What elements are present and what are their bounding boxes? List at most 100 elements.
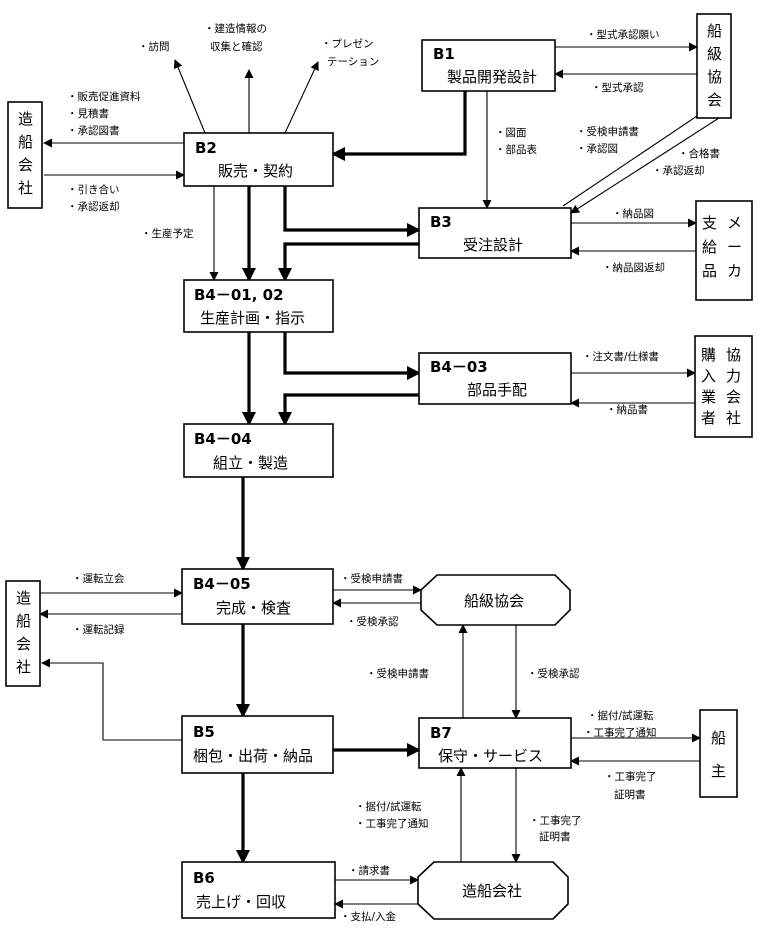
entity-char: 支 <box>702 214 717 232</box>
entity-char: 給 <box>702 238 717 256</box>
entity-char: 会 <box>707 91 722 109</box>
entity-char: 協 <box>707 68 722 86</box>
entity-char: 会 <box>18 156 33 174</box>
entity-char: 力 <box>726 367 741 385</box>
process-title: 保守・サービス <box>438 747 543 765</box>
flow-label: ・引き合い <box>67 183 120 196</box>
process-code: B4－04 <box>194 430 252 448</box>
entity-char: 入 <box>701 367 716 385</box>
entity-char: 会 <box>726 388 741 406</box>
flow-label: ・据付/試運転 <box>355 800 422 813</box>
entity-char: カ <box>727 262 742 280</box>
entity-maker-supply: 支 給 品 メ ー カ <box>695 200 753 301</box>
entity-char: 会 <box>16 635 31 653</box>
flow-labels: ・訪問 ・建造情報の 収集と確認 ・プレゼン テーション ・販売促進資料 ・見積… <box>67 22 720 923</box>
entity-char: 船 <box>18 133 33 151</box>
entity-owner: 船 主 <box>699 709 738 798</box>
entity-partner: 購 入 業 者 協 力 会 社 <box>694 335 753 438</box>
flow-label: ・納品図返却 <box>602 261 665 274</box>
entity-shipbuilder-top: 造 船 会 社 <box>7 101 43 209</box>
entity-char: 造 <box>18 110 33 128</box>
entity-char: 船 <box>707 22 722 40</box>
process-b1: B1 製品開発設計 <box>421 39 556 92</box>
process-title: 製品開発設計 <box>447 68 537 86</box>
entity-char: 船 <box>711 729 726 747</box>
flow-label: ・支払/入金 <box>340 910 397 923</box>
process-code: B4－01, 02 <box>194 286 284 304</box>
process-b2: B2 販売・契約 <box>183 132 334 187</box>
flow-label: ・型式承認 <box>591 81 644 94</box>
flow-label: ・承認図 <box>576 142 618 155</box>
flow-label: ・注文書/仕様書 <box>582 350 659 363</box>
process-code: B6 <box>193 869 215 887</box>
entity-char: 主 <box>711 762 726 780</box>
process-b4-05: B4－05 完成・検査 <box>181 568 334 625</box>
process-b4-04: B4－04 組立・製造 <box>183 423 334 478</box>
entity-shipbuilder-oct: 造船会社 <box>417 861 569 920</box>
flow-label: ・請求書 <box>348 864 390 877</box>
flow-label: ・据付/試運転 <box>587 709 654 722</box>
process-title: 完成・検査 <box>216 599 291 617</box>
entity-char: ー <box>727 238 742 256</box>
flow-label: ・承認返却 <box>652 164 705 177</box>
process-title: 部品手配 <box>467 381 527 399</box>
entity-char: メ <box>727 214 742 232</box>
flow-label: ・型式承認願い <box>586 28 660 41</box>
process-code: B5 <box>193 723 215 741</box>
flow-label: ・工事完了通知 <box>355 817 429 830</box>
entity-char: 級 <box>707 45 722 63</box>
process-code: B2 <box>195 139 217 157</box>
flow-label: 証明書 <box>614 788 646 801</box>
flow-label: 収集と確認 <box>210 40 263 53</box>
flow-label: ・受検承認 <box>346 615 399 628</box>
process-title: 売上げ・回収 <box>196 893 286 911</box>
process-code: B3 <box>430 213 452 231</box>
process-code: B4－05 <box>193 575 251 593</box>
process-title: 生産計画・指示 <box>200 309 305 327</box>
flow-label: ・承認図書 <box>67 124 120 137</box>
flow-label: ・見積書 <box>67 107 109 120</box>
entity-char: 社 <box>726 409 741 427</box>
flow-label: ・運転記録 <box>72 623 125 636</box>
flow-label: ・プレゼン <box>321 38 374 50</box>
flow-label: ・建造情報の <box>204 22 267 35</box>
flow-label: ・工事完了通知 <box>583 726 657 739</box>
entity-char: 業 <box>701 388 716 406</box>
flow-label: ・運転立会 <box>72 572 125 585</box>
flow-label: ・受検承認 <box>527 667 580 680</box>
process-title: 組立・製造 <box>213 454 288 472</box>
flow-label: ・合格書 <box>678 147 720 160</box>
entity-label: 造船会社 <box>462 882 522 900</box>
process-code: B4－03 <box>430 358 488 376</box>
entity-class-society-top: 船 級 協 会 <box>696 13 732 119</box>
flow-label: 証明書 <box>539 830 571 843</box>
process-code: B1 <box>433 45 455 63</box>
entity-char: 船 <box>16 612 31 630</box>
flow-label: ・工事完了 <box>529 814 582 827</box>
flow-label: ・受検申請書 <box>366 667 429 680</box>
flow-label: ・訪問 <box>138 40 170 53</box>
entity-char: 社 <box>18 179 33 197</box>
process-b7: B7 保守・サービス <box>418 717 572 769</box>
flow-label: ・納品書 <box>606 403 648 416</box>
process-title: 梱包・出荷・納品 <box>193 747 313 765</box>
flow-label: ・工事完了 <box>604 770 657 783</box>
flow-label: ・図面 <box>495 127 527 139</box>
flow-label: ・受検申請書 <box>576 125 639 138</box>
flow-label: ・販売促進資料 <box>67 90 141 103</box>
process-b6: B6 売上げ・回収 <box>181 861 336 919</box>
thick-arrows <box>236 91 467 864</box>
entity-char: 造 <box>16 589 31 607</box>
entity-shipbuilder-mid: 造 船 会 社 <box>5 580 41 687</box>
process-b3: B3 受注設計 <box>418 207 572 259</box>
flow-label: ・納品図 <box>612 207 654 220</box>
process-b4-01-02: B4－01, 02 生産計画・指示 <box>183 279 334 333</box>
entity-char: 者 <box>701 409 716 427</box>
flow-label: ・承認返却 <box>67 200 120 213</box>
flow-label: テーション <box>327 56 379 68</box>
entity-char: 協 <box>726 346 741 364</box>
process-title: 受注設計 <box>463 236 523 254</box>
flow-label: ・部品表 <box>495 143 537 156</box>
process-b5: B5 梱包・出荷・納品 <box>181 715 334 774</box>
